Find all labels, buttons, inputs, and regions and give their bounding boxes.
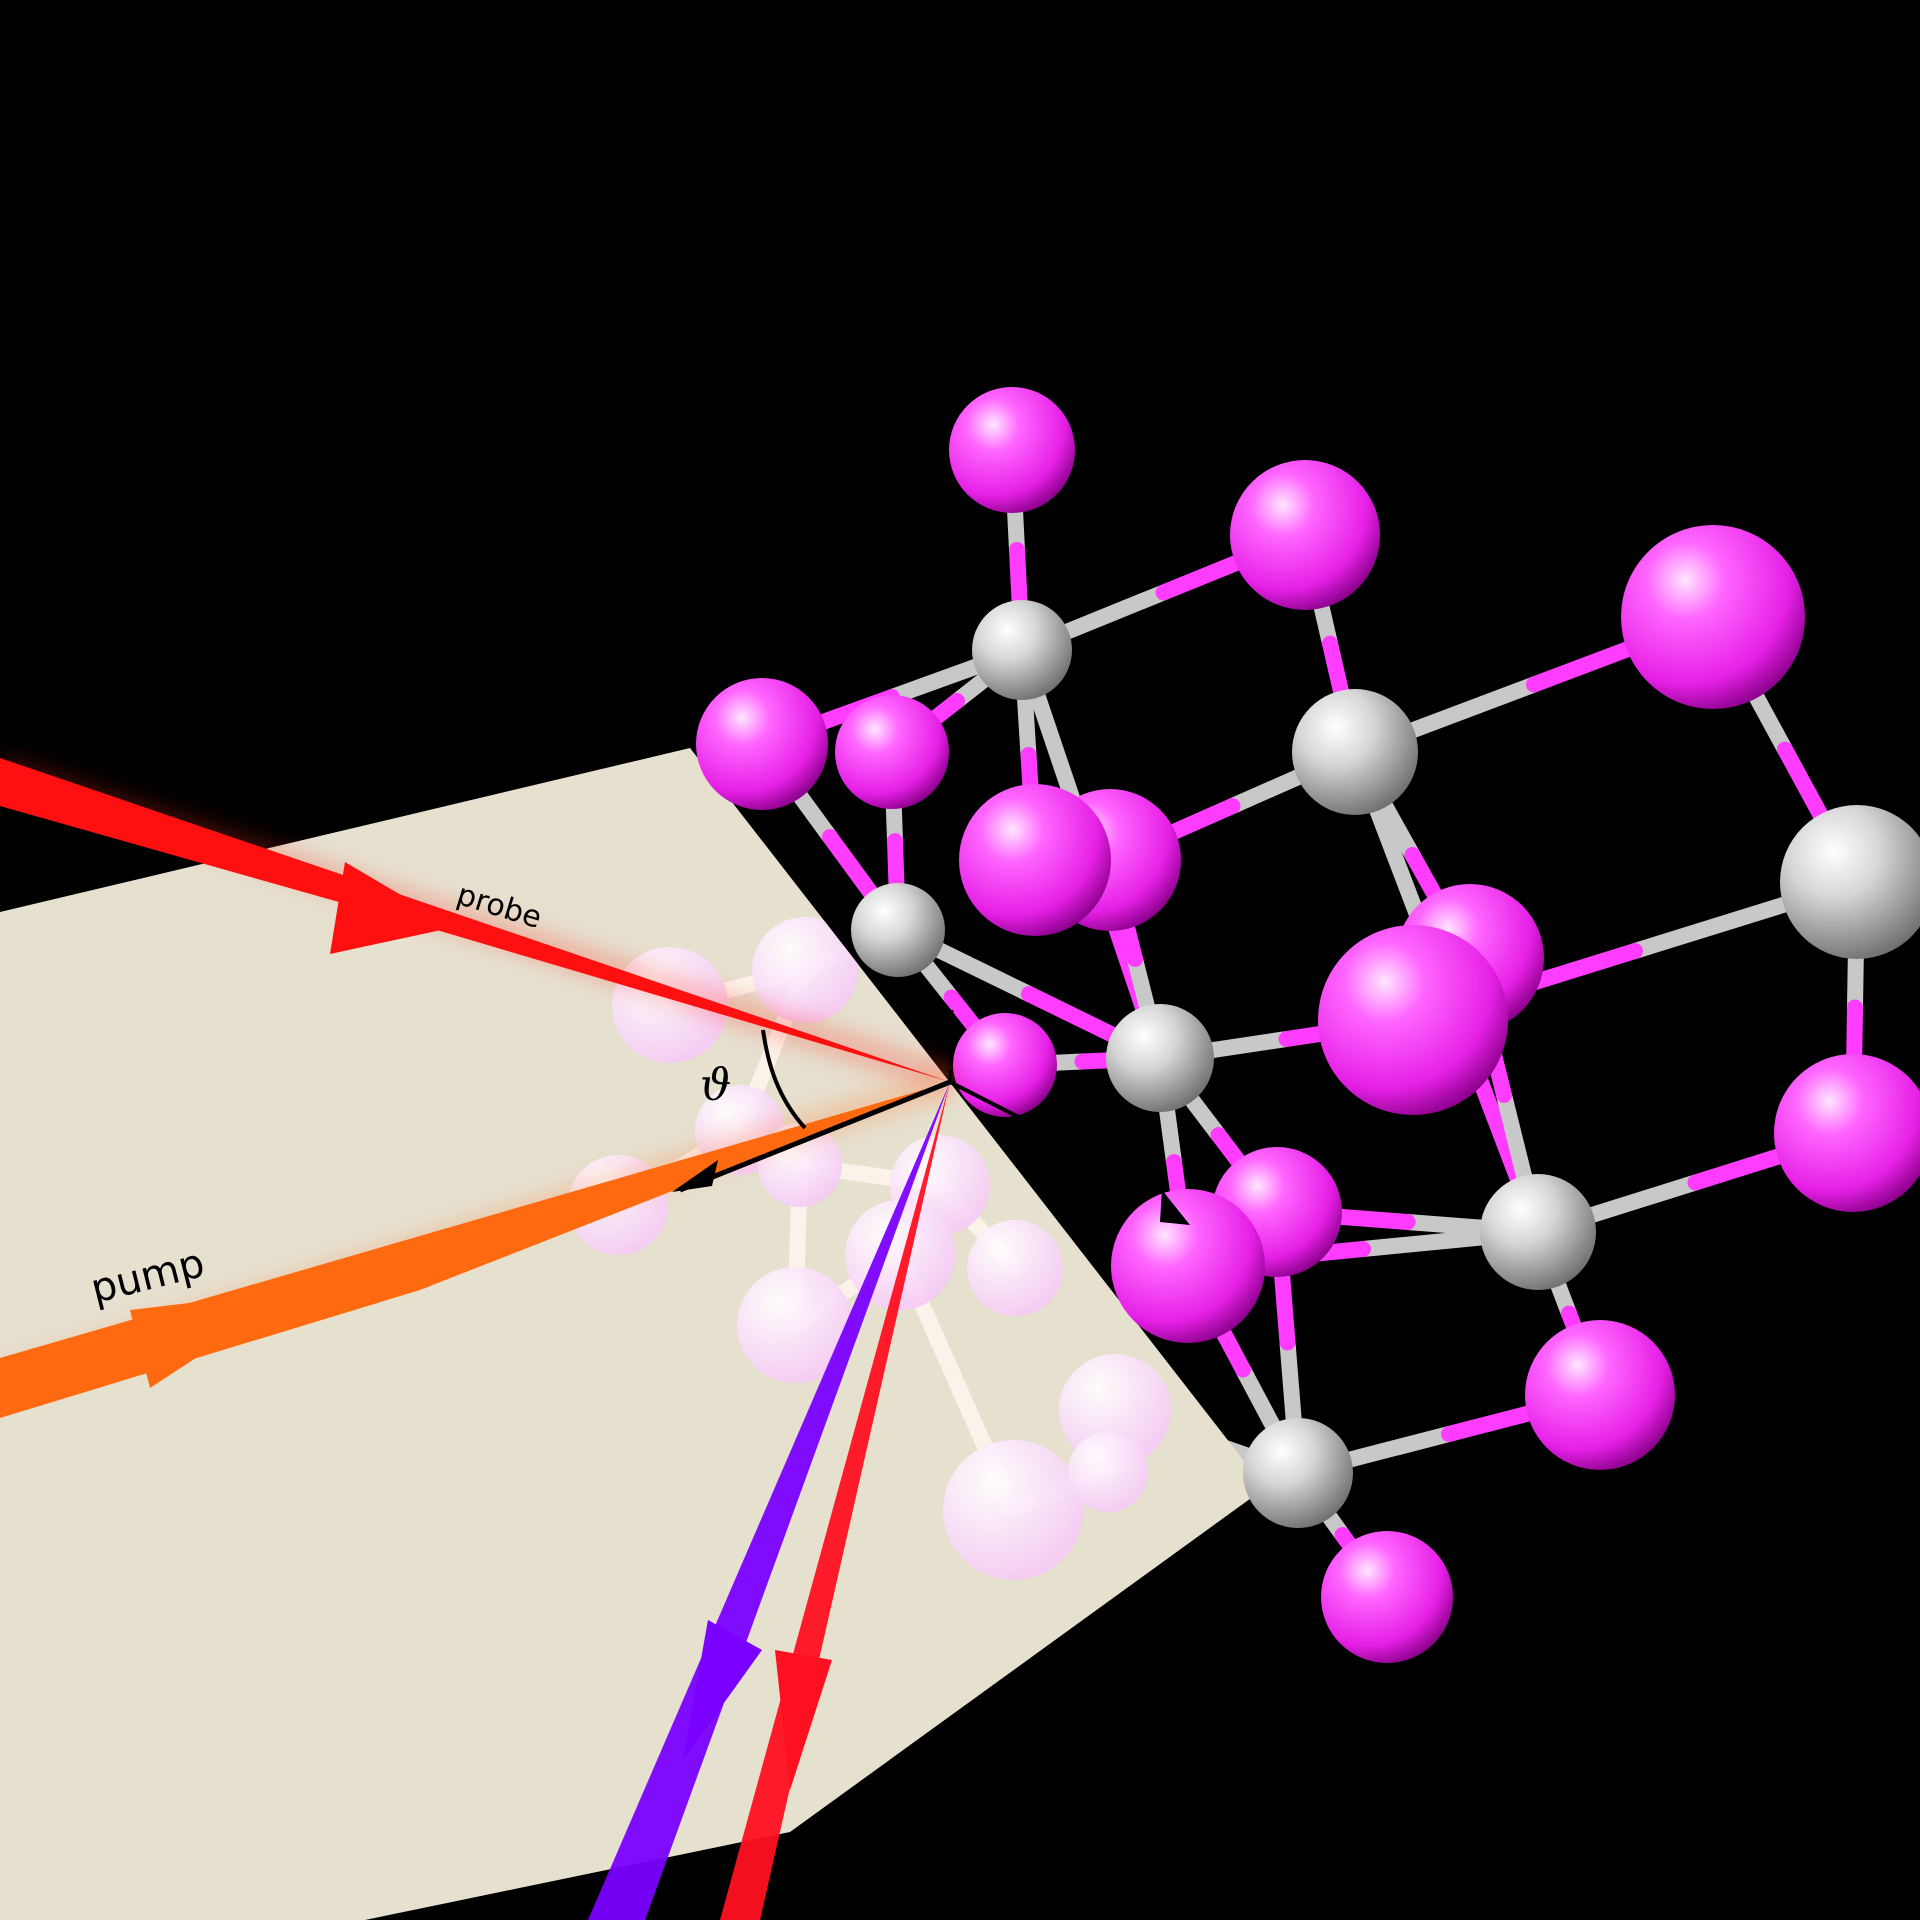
angle-label: ϑ [700, 1060, 731, 1111]
lattice-atom-magenta [1318, 925, 1508, 1115]
lattice-atom-gray [851, 883, 945, 977]
lattice-atom-faded [943, 1440, 1083, 1580]
in-plane-axis-dashed [1038, 1126, 1177, 1212]
lattice-atom-magenta [1321, 1531, 1453, 1663]
lattice-atom-faded [1068, 1432, 1148, 1512]
lattice-atom-faded [967, 1220, 1063, 1316]
annotations [672, 1009, 1190, 1225]
sample-surface-plane [0, 748, 1265, 1920]
lattice-atom-faded [737, 1267, 853, 1383]
lattice-atom-gray [1106, 1004, 1214, 1112]
red-arrowhead [775, 1650, 832, 1790]
probe-arrowhead [330, 862, 455, 954]
lattice-atom-magenta [835, 695, 949, 809]
lattice-atom-magenta [1774, 1054, 1920, 1212]
axis-arrowhead [1160, 1190, 1190, 1225]
angle-arc [761, 1029, 807, 1130]
lattice-atom-magenta [1230, 460, 1380, 610]
lattice-atom-magenta [953, 1013, 1057, 1117]
violet-arrowhead [683, 1620, 762, 1760]
lattice-atom-magenta [696, 678, 828, 810]
lattice-atom-gray [1780, 805, 1920, 959]
normal-line-upper [948, 1009, 954, 1083]
lattice-atom-gray [1292, 689, 1418, 815]
crystal-lattice-front [696, 387, 1920, 1663]
lattice-atom-gray [1480, 1174, 1596, 1290]
lattice-atom-magenta [949, 387, 1075, 513]
reflected-violet-beam [588, 1082, 950, 1920]
lattice-atom-gray [1243, 1418, 1353, 1528]
lattice-atom-magenta [1525, 1320, 1675, 1470]
reflected-red-beam [720, 1082, 950, 1920]
lattice-atom-magenta [1621, 525, 1805, 709]
surface-normal-arrow [679, 1079, 951, 1193]
lattice-atom-faded [752, 917, 858, 1023]
probe-beam [0, 755, 955, 1095]
lattice-atom-gray [972, 600, 1072, 700]
lattice-atom-magenta [959, 784, 1111, 936]
in-plane-axis [949, 1080, 1041, 1130]
normal-arrowhead [672, 1160, 718, 1192]
pump-arrowhead [130, 1290, 300, 1388]
lattice-atom-magenta [1111, 1189, 1265, 1343]
